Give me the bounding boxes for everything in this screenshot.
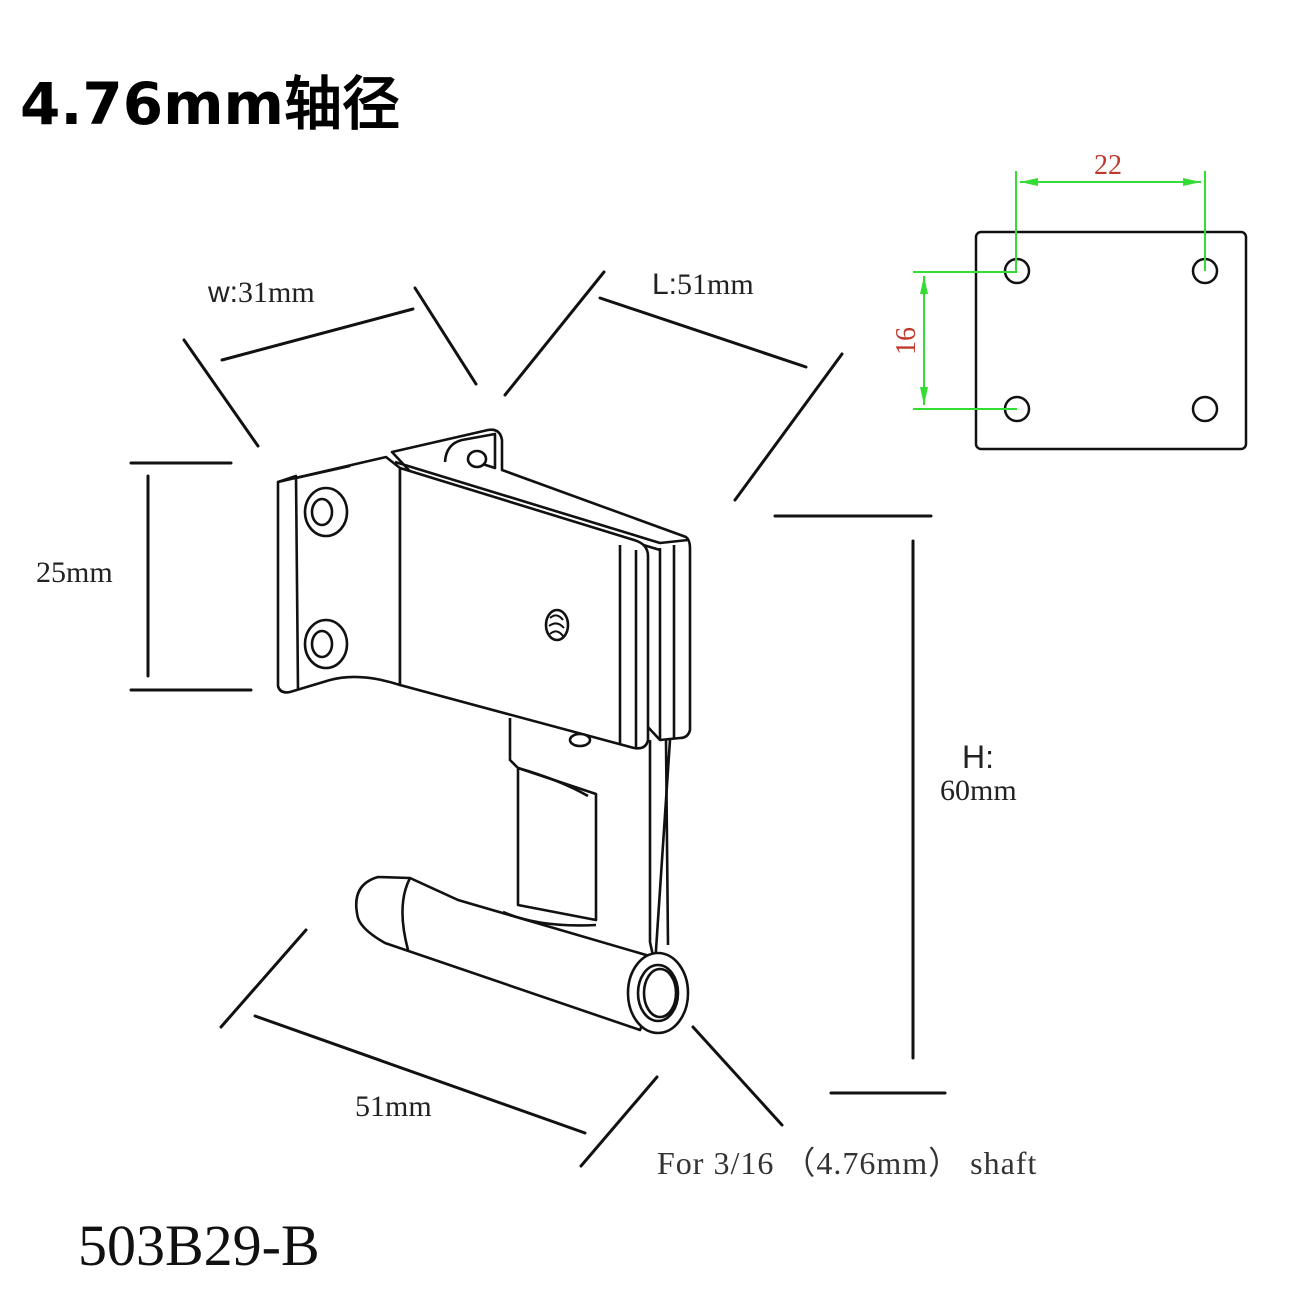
length-label-prefix: L: [652,268,678,301]
width-label-prefix: w: [208,276,238,309]
shaft-length-dimension-lines [219,928,659,1168]
shaft-cylinder [354,875,672,1032]
mounting-plate-outline [974,230,1248,451]
hinge-illustration [276,428,692,1035]
width-label: w:31mm [208,276,315,310]
height-value: 60mm [940,774,1017,807]
page-title: 4.76mm轴径 [20,70,400,138]
length-label: L:51mm [652,268,754,302]
shaft-length-label: 51mm [355,1090,432,1123]
width-dimension-lines [182,286,478,448]
plate-height-dimension-lines [129,461,253,692]
hole-spacing-vertical: 16 [891,327,922,355]
hole-pattern-diagram [913,171,1248,451]
length-dimension-lines [503,270,844,502]
height-label-prefix: H: [962,739,994,775]
hole-spacing-horizontal: 22 [1094,150,1122,181]
plate-hole-4 [1191,395,1219,423]
length-value: 51mm [677,268,754,301]
model-number: 503B29-B [78,1213,320,1278]
shaft-note: For 3/16 （4.76mm） shaft [657,1145,1038,1181]
width-value: 31mm [238,276,315,309]
hinge-stem [508,718,598,922]
total-height-label: H: 60mm [940,739,1017,808]
plate-height-label: 25mm [36,556,113,589]
shaft-note-leader [691,1025,784,1127]
front-clamp-face [398,466,650,750]
total-height-dimension-lines [773,514,947,1095]
green-dimension-lines [913,171,1206,410]
